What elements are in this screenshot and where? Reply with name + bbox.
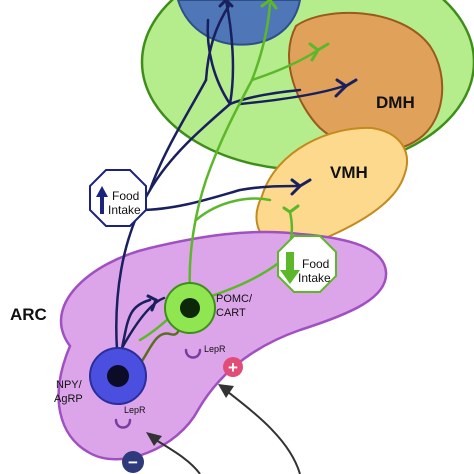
dmh-label: DMH [376,93,415,112]
svg-text:Food: Food [112,189,139,203]
inhibitory-minus-icon: − [122,451,144,473]
arc-label: ARC [10,305,47,324]
pomc-label-line2: CART [216,307,246,319]
pomc-terminals [260,0,330,214]
excitatory-plus-icon: + [223,357,243,377]
food-intake-increase-badge: Food Intake [89,169,147,227]
npy-label-line1: NPY/ [56,379,83,391]
npy-agrp-neuron [89,347,147,405]
npy-receptor-label: LepR [124,405,146,415]
inhibitory-arrow-head [146,432,162,446]
excitatory-input-line [227,391,301,474]
npy-label-line2: AgRP [54,393,83,405]
npy-leptin-receptor-icon [114,418,132,429]
down-arrow-icon [280,252,300,284]
pomc-label-line1: POMC/ [216,293,253,305]
vmh-label: VMH [330,163,368,182]
svg-text:−: − [128,453,138,472]
dmh-region [288,11,444,152]
up-arrow-icon [96,186,108,214]
pomc-cart-neuron [164,282,216,334]
food-intake-decrease-badge: Food Intake [277,235,337,293]
excitatory-arrow-head [218,384,234,398]
svg-text:Intake: Intake [298,271,331,285]
npy-terminals [146,0,358,312]
inhibitory-input-line [155,439,201,474]
svg-text:Intake: Intake [108,203,141,217]
pomc-receptor-label: LepR [204,344,226,354]
npy-axons [115,0,346,352]
svg-text:Food: Food [302,257,329,271]
pomc-leptin-receptor-icon [184,348,202,359]
svg-text:+: + [228,358,238,377]
